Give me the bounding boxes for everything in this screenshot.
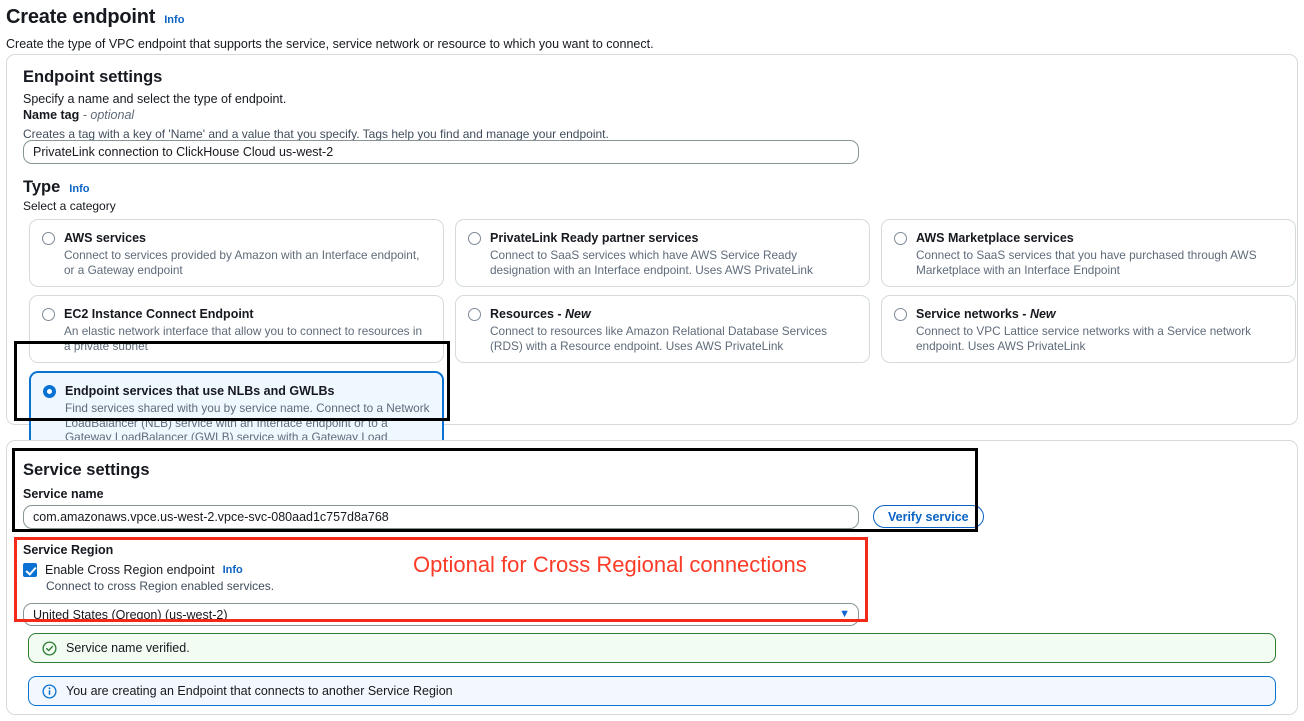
service-settings-title: Service settings <box>23 461 150 479</box>
alert-message: You are creating an Endpoint that connec… <box>66 684 453 698</box>
chevron-down-icon[interactable]: ▼ <box>839 608 850 620</box>
radio-card-aws-marketplace-services[interactable]: AWS Marketplace services Connect to SaaS… <box>881 219 1296 287</box>
radio-title: AWS services <box>64 231 146 245</box>
endpoint-settings-title: Endpoint settings <box>23 68 163 86</box>
page-header: Create endpoint Info Create the type of … <box>0 0 1304 52</box>
radio-icon[interactable] <box>42 232 55 245</box>
cross-region-info-link[interactable]: Info <box>222 564 243 576</box>
radio-description: An elastic network interface that allow … <box>64 324 423 353</box>
new-badge: New <box>565 307 591 321</box>
page-title: Create endpoint <box>6 6 156 28</box>
service-region-select[interactable]: United States (Oregon) (us-west-2) ▼ <box>23 603 859 626</box>
radio-icon[interactable] <box>468 232 481 245</box>
endpoint-settings-subtitle: Specify a name and select the type of en… <box>23 92 287 106</box>
name-tag-input[interactable]: PrivateLink connection to ClickHouse Clo… <box>23 140 859 164</box>
service-settings-panel: Service settings Service name com.amazon… <box>6 440 1298 715</box>
radio-description: Connect to SaaS services that you have p… <box>916 248 1257 277</box>
enable-cross-region-checkbox[interactable] <box>23 563 37 577</box>
check-circle-icon <box>42 640 57 656</box>
service-name-input[interactable]: com.amazonaws.vpce.us-west-2.vpce-svc-08… <box>23 505 859 529</box>
radio-card-privatelink-ready-partner-services[interactable]: PrivateLink Ready partner services Conne… <box>455 219 870 287</box>
name-tag-hint: Creates a tag with a key of 'Name' and a… <box>23 127 609 141</box>
service-region-selected-value: United States (Oregon) (us-west-2) <box>33 607 228 622</box>
radio-description: Connect to SaaS services which have AWS … <box>490 248 813 277</box>
alert-cross-region-notice: You are creating an Endpoint that connec… <box>28 676 1276 706</box>
radio-title: EC2 Instance Connect Endpoint <box>64 307 254 321</box>
alert-message: Service name verified. <box>66 641 190 655</box>
radio-title-text: Service networks - <box>916 307 1030 321</box>
radio-title: PrivateLink Ready partner services <box>490 231 699 245</box>
name-tag-label-text: Name tag <box>23 108 80 122</box>
verify-service-button[interactable]: Verify service <box>873 505 984 528</box>
type-subtitle: Select a category <box>23 199 116 213</box>
name-tag-label: Name tag - optional <box>23 107 609 124</box>
radio-title: Endpoint services that use NLBs and GWLB… <box>65 384 335 398</box>
radio-icon[interactable] <box>894 308 907 321</box>
radio-card-aws-services[interactable]: AWS services Connect to services provide… <box>29 219 444 287</box>
enable-cross-region-label: Enable Cross Region endpoint <box>45 563 215 577</box>
radio-icon[interactable] <box>894 232 907 245</box>
radio-card-service-networks[interactable]: Service networks - New Connect to VPC La… <box>881 295 1296 363</box>
info-circle-icon <box>42 683 57 699</box>
radio-card-resources[interactable]: Resources - New Connect to resources lik… <box>455 295 870 363</box>
service-name-label: Service name <box>23 487 104 501</box>
radio-title: AWS Marketplace services <box>916 231 1074 245</box>
endpoint-type-radio-group: AWS services Connect to services provide… <box>29 219 1296 470</box>
endpoint-settings-panel: Endpoint settings Specify a name and sel… <box>6 54 1298 470</box>
type-label: Type <box>23 178 61 196</box>
type-info-link[interactable]: Info <box>69 183 90 195</box>
radio-title: Resources - New <box>490 306 857 322</box>
radio-card-ec2-instance-connect-endpoint[interactable]: EC2 Instance Connect Endpoint An elastic… <box>29 295 444 363</box>
page-description: Create the type of VPC endpoint that sup… <box>6 37 654 51</box>
new-badge: New <box>1029 307 1056 321</box>
radio-title: Service networks - New <box>916 306 1283 322</box>
radio-description: Connect to services provided by Amazon w… <box>64 248 420 277</box>
service-region-label: Service Region <box>23 543 114 557</box>
page-info-link[interactable]: Info <box>164 14 185 26</box>
radio-description: Connect to resources like Amazon Relatio… <box>490 324 828 353</box>
radio-icon[interactable] <box>42 308 55 321</box>
radio-title-text: Resources - <box>490 307 566 321</box>
radio-icon-selected[interactable] <box>43 385 56 398</box>
alert-service-name-verified: Service name verified. <box>28 633 1276 663</box>
name-tag-optional-suffix: - optional <box>82 108 135 122</box>
radio-description: Connect to VPC Lattice service networks … <box>916 324 1252 353</box>
cross-region-hint: Connect to cross Region enabled services… <box>46 579 275 593</box>
radio-icon[interactable] <box>468 308 481 321</box>
annotation-red-note: Optional for Cross Regional connections <box>413 552 807 577</box>
